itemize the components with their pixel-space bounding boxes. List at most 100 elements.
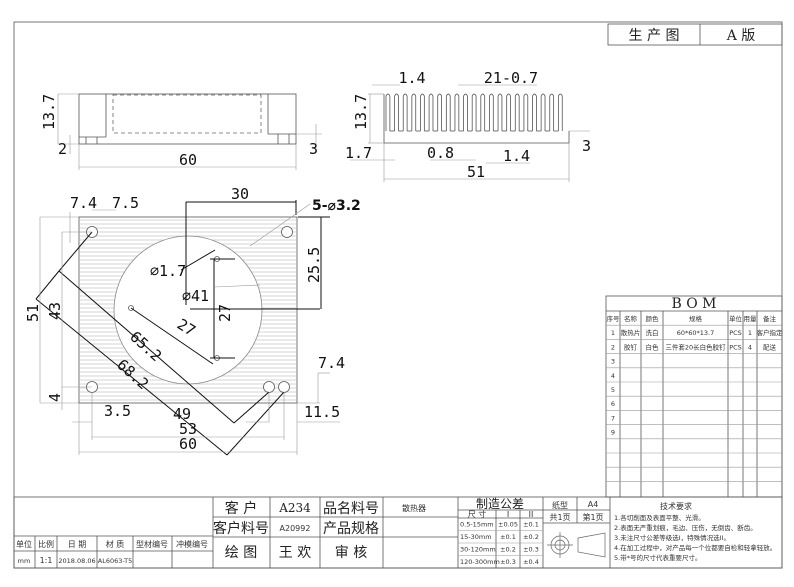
title-block: 单位 比例 日 期 材 质 型材编号 冲模编号 mm 1:1 2018.08.0… [13,496,783,569]
fin [463,93,468,131]
unit-label: 单位 [16,539,32,549]
tolerance-range: 15-30mm [460,533,492,541]
fin [532,93,537,131]
paper-label: 纸型 [552,500,568,510]
fan-circle [113,235,263,385]
tech-note: 3.未注尺寸公差等级选I，特殊情况选II。 [614,533,730,542]
fin [549,93,555,131]
tech-note: 2.表面无严重划痕，毛边、压伤，无倒齿、断齿。 [614,523,757,532]
date-label: 日 期 [68,540,87,549]
tolerance-ii: ±0.2 [523,533,539,541]
dim-front-width: 60 [179,151,197,169]
dim-hole-span: 30 [231,185,249,203]
front-view: 13.7 2 3 60 [40,93,322,170]
dim-small-hole: ⌀1.7 [150,262,186,280]
bom-header-cell: 单位 [729,314,743,323]
tech-notes: 1.各切削面及表面平整、光滑。2.表面无严重划痕，毛边、压伤，无倒齿、断齿。3.… [614,513,776,562]
tolerance-i: ±0.2 [500,546,516,554]
dim-right-offset: 7.4 [318,354,345,372]
fin [557,93,563,131]
fin [437,93,442,131]
bom-cell-no: 9 [611,429,615,437]
page-number: 第1页 [582,512,603,522]
date-value: 2018.08.06 [58,557,95,565]
projection-symbol-icon [547,532,606,558]
bom-title: B O M [671,296,716,312]
customer-part-value: A20992 [280,524,311,533]
dim-bottom-offset: 4 [46,393,64,402]
dim-side-pitch: 1.4 [503,147,530,165]
dim-side-width: 51 [467,163,485,181]
fin [428,93,434,131]
dim-span-53: 53 [179,420,197,438]
bom-cell-spec: 60*60*13.7 [677,329,715,337]
dim-left-edge: 3.5 [104,402,131,420]
unit-value: mm [18,557,31,565]
tolerance-range: 120-300mm [460,558,500,566]
tech-note: 4.在加工过程中，对产品每一个位都要自检和轻拿轻放。 [614,543,776,552]
customer-part-label: 客户料号 [213,520,269,537]
customer-label: 客 户 [225,500,257,517]
mount-hole-bottom-right-a [263,381,275,393]
dim-side-height: 13.7 [352,94,370,130]
tech-note: 1.各切削面及表面平整、光滑。 [614,513,705,522]
fin [411,93,417,131]
bom-header-cell: 用量 [744,315,758,323]
material-label: 材 质 [106,539,125,549]
profile-no-label: 型材编号 [136,539,168,549]
tolerance-i: ±0.3 [500,558,516,566]
drawn-label: 绘 图 [225,545,257,561]
dim-side-fin-root: 0.8 [427,144,454,162]
fin [497,93,503,131]
mount-hole-bottom-right-b [278,381,290,393]
bom-cell-qty: 1 [748,329,752,337]
tolerance-range: 0.5-15mm [460,521,494,529]
tolerance-i: ±0.1 [500,533,516,541]
bom-cell-no: 7 [611,414,615,422]
fin [420,93,425,131]
tolerance-table: 制造公差 尺 寸 I II 0.5-15mm±0.05±0.115-30mm±0… [458,497,544,568]
part-name-value: 散热器 [402,503,426,513]
review-label: 审 核 [335,545,367,561]
tolerance-i: ±0.05 [498,521,518,529]
bom-cell-unit: PCS [729,343,742,351]
bom-header-cell: 规格 [689,314,703,323]
bom-cell-no: 4 [611,372,615,380]
tech-note: 5.带*号的尺寸代表重要尺寸。 [614,553,701,562]
bom-cell-color: 白色 [646,342,660,351]
fin [540,93,546,131]
tolerance-ii: ±0.3 [523,546,539,554]
fin [471,93,477,131]
dim-side-fin-top: 1.4 [398,69,425,87]
bom-cell-color: 洗白 [646,328,659,337]
bom-header-cell: 颜色 [646,314,660,323]
spec-label: 产品规格 [323,521,379,537]
bom-cell-no: 3 [611,358,615,366]
fin [489,93,494,131]
dim-depth: 51 [24,304,42,322]
dim-holes-callout: 5-⌀3.2 [312,198,361,214]
paper-value: A4 [588,500,599,509]
side-view: 1.4 21-0.7 13.7 1.7 0.8 1.4 51 3 [345,69,591,182]
dim-vertical-hole: 25.5 [305,247,323,283]
tolerance-col-size: 尺 寸 [468,509,487,519]
dim-side-edge: 1.7 [345,144,372,162]
bom-cell-unit: PCS [729,329,742,337]
dim-side-fin-count: 21-0.7 [484,69,538,87]
material-value: AL6063-T5 [98,557,132,565]
tech-title: 技术要求 [660,501,692,511]
drawn-by-value: 王 欢 [279,545,311,561]
dim-front-base-right: 3 [309,140,318,158]
dim-span-49: 49 [173,405,191,423]
fin [445,93,451,131]
dim-side-base: 3 [582,137,591,155]
dim-right-edge: 11.5 [304,403,340,421]
drawing-type: 生 产 图 [629,28,680,44]
tolerance-col-1: I [507,510,509,519]
customer-value: A234 [278,501,311,515]
bom-cell-no: 6 [611,400,615,408]
die-no-label: 冲模编号 [176,539,208,549]
bom-cell-spec: 三件套20长白色胶钉 [665,342,726,351]
